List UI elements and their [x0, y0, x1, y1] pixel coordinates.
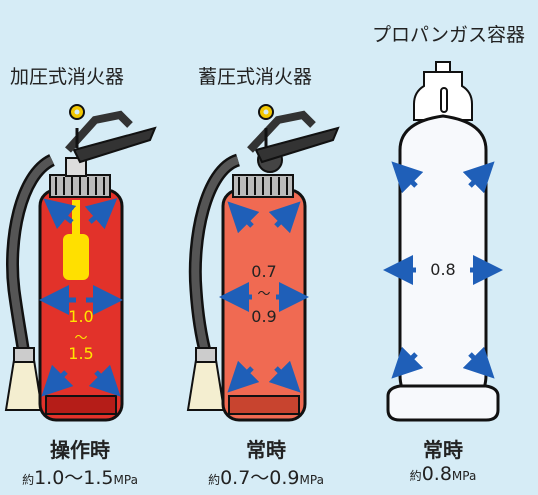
state-propane: 常時: [423, 438, 463, 462]
inner-label-stored-low: 0.7: [251, 262, 277, 281]
propane-cylinder: [383, 61, 503, 422]
pressurized-extinguisher: [4, 104, 157, 422]
inner-label-stored-sep: 〜: [257, 287, 271, 302]
inner-label-pressurized-sep: 〜: [74, 331, 88, 346]
title-pressurized: 加圧式消火器: [10, 66, 125, 88]
title-propane: プロパンガス容器: [372, 24, 525, 46]
pressure-pressurized: 約1.0〜1.5MPa: [22, 467, 138, 489]
inner-label-pressurized-low: 1.0: [68, 307, 94, 326]
state-pressurized: 操作時: [50, 438, 110, 462]
pressure-stored: 約0.7〜0.9MPa: [208, 467, 324, 489]
inner-label-propane: 0.8: [430, 260, 456, 279]
inner-label-stored-high: 0.9: [251, 307, 277, 326]
state-stored: 常時: [246, 438, 286, 462]
pressure-propane: 約0.8MPa: [409, 463, 477, 485]
title-stored: 蓄圧式消火器: [198, 66, 313, 88]
stored-pressure-extinguisher: [186, 104, 340, 422]
inner-label-pressurized-high: 1.5: [68, 344, 94, 363]
